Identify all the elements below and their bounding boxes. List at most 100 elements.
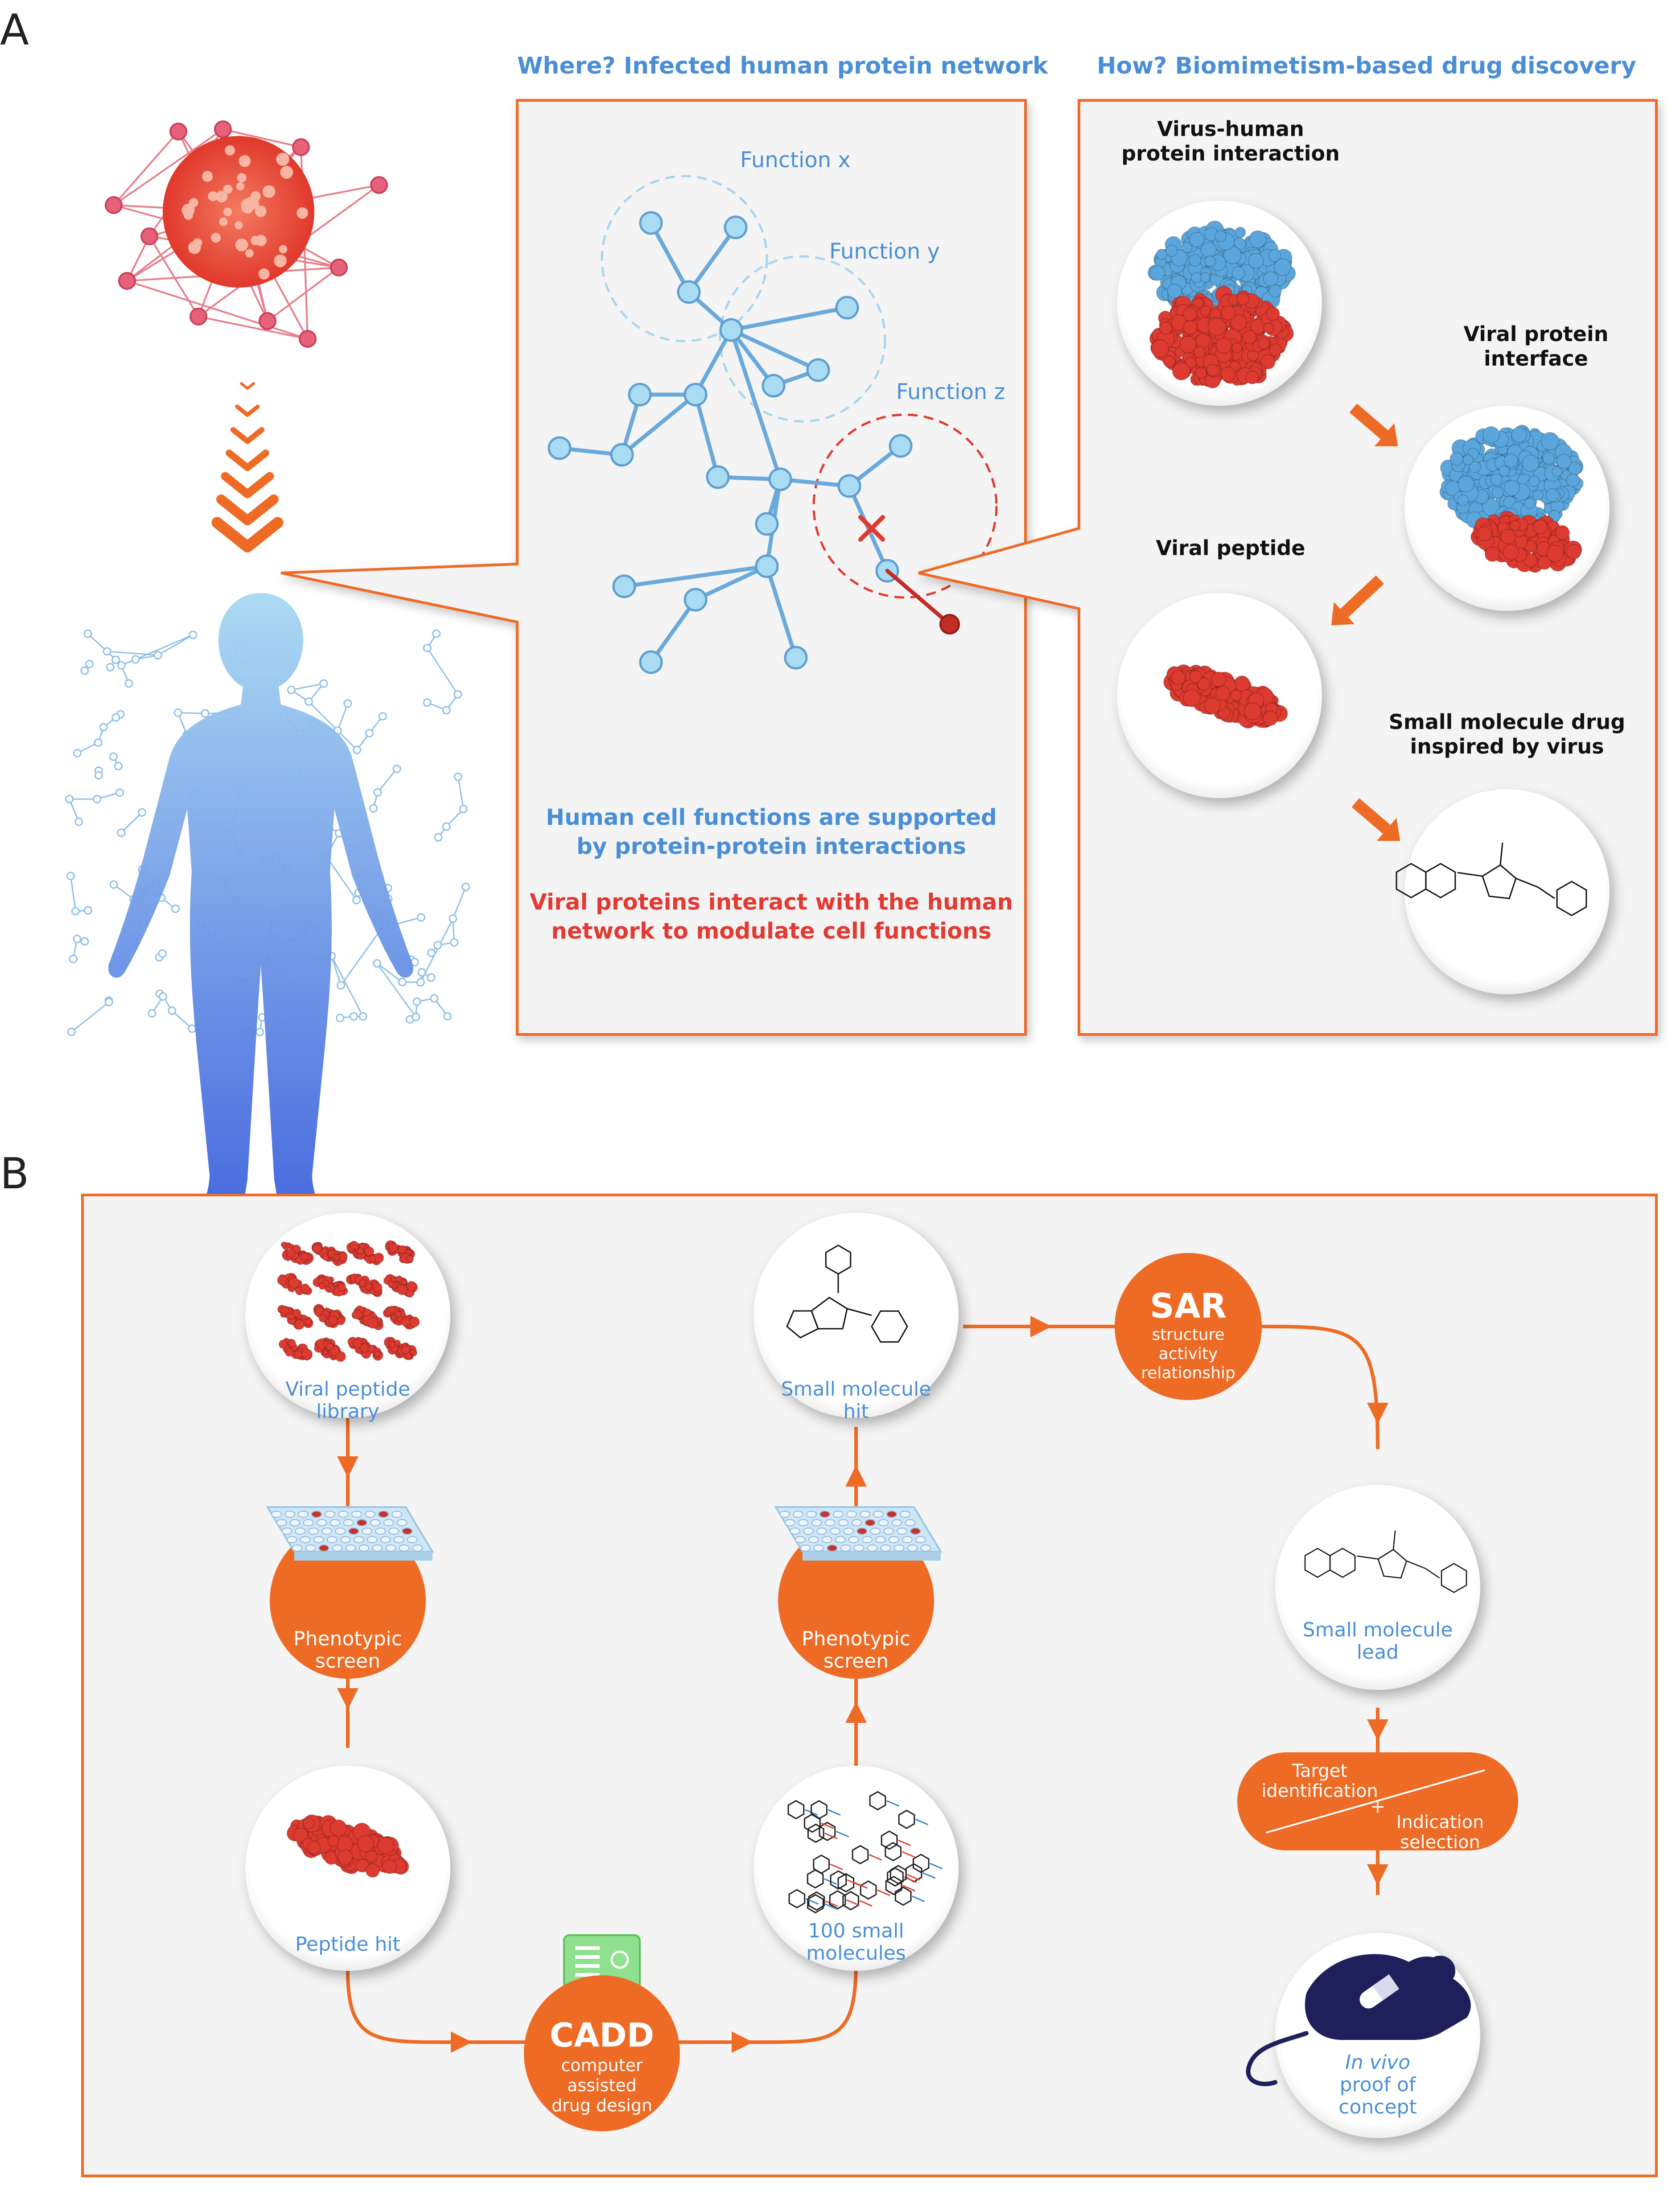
- step-1-title-2: protein interaction: [1121, 141, 1340, 165]
- hit-molecule-structure: [786, 1244, 908, 1343]
- in-vivo-label-1: In vivo: [1345, 2051, 1410, 2074]
- step-1-title-1: Virus-human: [1157, 117, 1304, 141]
- cadd-label-1: computer: [561, 2056, 643, 2075]
- small-molecule-drug-step: Small molecule drug inspired by virus: [1389, 710, 1625, 994]
- human-silhouette: [108, 593, 413, 1231]
- virus-body: [163, 136, 314, 288]
- indication-label-2: selection: [1400, 1832, 1480, 1853]
- viral-interaction-edge: [885, 569, 952, 626]
- target-label-2: identification: [1261, 1781, 1378, 1801]
- step-4-circle: [1404, 789, 1610, 994]
- sar-label-3: relationship: [1141, 1364, 1235, 1382]
- sar-label-2: activity: [1159, 1345, 1218, 1363]
- in-vivo-label-2: proof of: [1340, 2073, 1416, 2096]
- viral-peptide-library-node: Viral peptide library: [245, 1213, 450, 1423]
- workflow-arrowheads: [337, 1316, 1388, 2053]
- small-molecule-lead-node: Small molecule lead: [1275, 1485, 1480, 1690]
- pill-divider: [1266, 1769, 1485, 1833]
- network-callout-panel: [280, 99, 1027, 1036]
- screen-2-label-2: screen: [824, 1650, 889, 1673]
- viral-interface-image: [1439, 424, 1584, 573]
- cadd-badge: [524, 1975, 680, 2131]
- phenotypic-screen-2-node: Phenotypic screen: [774, 1506, 943, 1679]
- sar-title: SAR: [1150, 1286, 1227, 1326]
- step-2-title-2: interface: [1484, 346, 1588, 371]
- small-molecule-hit-node: Small molecule hit: [754, 1213, 959, 1423]
- cadd-label-2: assisted: [567, 2076, 637, 2095]
- library-circle: [245, 1213, 450, 1418]
- sar-badge: [1115, 1253, 1262, 1400]
- viral-peptide-step: Viral peptide: [1117, 536, 1322, 798]
- molecules-label-1: 100 small: [808, 1920, 904, 1942]
- function-z-label: Function z: [896, 379, 1005, 404]
- viral-peptide-image: [1163, 664, 1288, 729]
- viral-protein-interface-step: Viral protein interface: [1404, 322, 1610, 611]
- lead-molecule-structure: [1304, 1530, 1467, 1593]
- viral-proteins-text-1: Viral proteins interact with the human: [530, 889, 1013, 915]
- protein-complex-image: [1147, 220, 1296, 389]
- cadd-node: CADD computer assisted drug design: [524, 1934, 680, 2131]
- in-vivo-label-3: concept: [1338, 2096, 1416, 2118]
- virus-network-illustration: [105, 120, 388, 348]
- lead-circle: [1275, 1485, 1480, 1690]
- cross-icon: [858, 515, 885, 542]
- lead-label-2: lead: [1357, 1641, 1399, 1664]
- peptide-library-image: [277, 1240, 420, 1362]
- step-4-title-1: Small molecule drug: [1389, 710, 1625, 734]
- function-x-label: Function x: [740, 148, 851, 173]
- step-3-title-1: Viral peptide: [1156, 536, 1305, 560]
- peptide-hit-label: Peptide hit: [295, 1933, 400, 1956]
- sar-node: SAR structure activity relationship: [1115, 1253, 1262, 1400]
- screen-1-label-2: screen: [315, 1650, 380, 1673]
- phenotypic-screen-1-node: Phenotypic screen: [266, 1506, 434, 1679]
- mouse-icon: [1246, 1954, 1471, 2086]
- function-y-circle: [719, 255, 886, 423]
- library-label-2: library: [316, 1400, 379, 1423]
- screen-2-badge: [778, 1523, 934, 1679]
- screen-1-badge: [270, 1523, 426, 1679]
- chevron-down-arrows: [211, 382, 284, 553]
- how-heading: How? Biomimetism-based drug discovery: [1097, 53, 1636, 79]
- where-heading: Where? Infected human protein network: [517, 53, 1049, 79]
- small-molecules-library-node: 100 small molecules: [754, 1766, 959, 1971]
- step-4-title-2: inspired by virus: [1410, 734, 1604, 758]
- well-plate-icon: [774, 1506, 943, 1561]
- human-functions-text-1: Human cell functions are supported: [546, 804, 997, 830]
- screen-2-label-1: Phenotypic: [802, 1627, 910, 1650]
- ppi-network-nodes: [548, 211, 913, 674]
- molecule-library-image: [787, 1791, 943, 1914]
- cadd-title: CADD: [550, 2016, 654, 2055]
- molecules-label-2: molecules: [806, 1942, 906, 1965]
- lead-label-1: Small molecule: [1303, 1619, 1453, 1641]
- small-molecule-structure: [1396, 842, 1587, 916]
- cadd-label-3: drug design: [552, 2096, 652, 2115]
- target-label-1: Target: [1292, 1761, 1347, 1781]
- viral-protein-node: [939, 614, 960, 634]
- in-vivo-node: In vivo proof of concept: [1246, 1933, 1480, 2138]
- hit-circle: [754, 1213, 959, 1418]
- virus-human-interaction-step: Virus-human protein interaction: [1117, 117, 1340, 406]
- indication-label-1: Indication: [1396, 1812, 1484, 1833]
- well-plate-icon: [266, 1506, 434, 1561]
- function-z-circle: [812, 413, 998, 599]
- function-x-circle: [601, 175, 768, 342]
- panel-a-label: A: [0, 6, 29, 55]
- computer-monitor-icon: [563, 1934, 641, 2002]
- molecules-circle: [754, 1766, 959, 1971]
- peptide-hit-image: [286, 1814, 409, 1878]
- human-functions-text-2: by protein-protein interactions: [576, 833, 966, 859]
- peptide-hit-node: Peptide hit: [245, 1766, 450, 1971]
- step-arrows: [1331, 404, 1400, 841]
- screen-1-label-1: Phenotypic: [293, 1627, 402, 1650]
- function-y-label: Function y: [829, 239, 940, 264]
- hit-label-1: Small molecule: [781, 1378, 931, 1401]
- step-2-title-1: Viral protein: [1464, 322, 1609, 346]
- library-label-1: Viral peptide: [285, 1378, 410, 1401]
- plus-sign: +: [1370, 1796, 1385, 1817]
- target-indication-node: Target identification + Indication selec…: [1237, 1752, 1518, 1853]
- hit-label-2: hit: [843, 1400, 869, 1423]
- panel-b-label: B: [0, 1149, 29, 1199]
- sar-label-1: structure: [1152, 1326, 1224, 1344]
- viral-proteins-text-2: network to modulate cell functions: [551, 918, 991, 944]
